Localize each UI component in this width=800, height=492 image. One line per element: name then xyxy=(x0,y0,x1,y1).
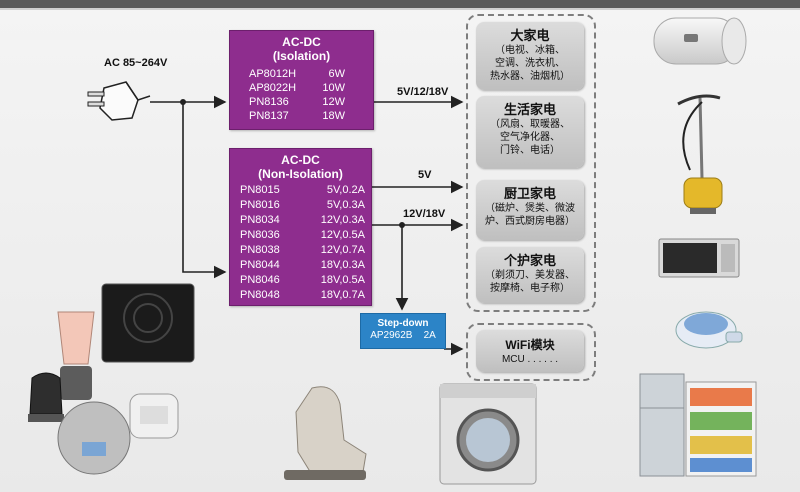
water-heater-image xyxy=(653,17,747,65)
washing-machine-image xyxy=(439,383,537,485)
category-desc-line: （风扇、取暖器、 xyxy=(490,119,570,130)
step-down-spec: AP2962B 2A xyxy=(361,330,445,341)
category-title: 个护家电 xyxy=(503,253,556,268)
category-desc-line: 按摩椅、电子称） xyxy=(490,283,570,294)
step-down-box: Step-down AP2962B 2A xyxy=(360,313,446,349)
foot-spa-image xyxy=(675,311,743,349)
iso-spec: 6W xyxy=(328,68,346,80)
ac-dc-isolation-box: AC-DC (Isolation) AP8012H 6W AP8022H 10W… xyxy=(229,30,374,130)
massage-chair-image xyxy=(284,386,367,480)
non-title-1: AC-DC xyxy=(281,153,320,167)
non-part: PN8016 xyxy=(240,199,280,211)
electric-kettle-image xyxy=(28,372,64,422)
step-down-title: Step-down xyxy=(377,318,429,329)
junction-dot xyxy=(399,222,405,228)
non-spec: 12V,0.5A xyxy=(320,229,365,241)
iso-spec: 12W xyxy=(322,96,345,108)
ac-dc-non-isolation-box: AC-DC (Non-Isolation) PN8015 5V,0.2A PN8… xyxy=(229,148,372,306)
line-trunk xyxy=(182,102,227,279)
non-spec: 12V,0.3A xyxy=(320,214,365,226)
non-spec: 18V,0.5A xyxy=(320,274,365,286)
category-desc-line: （磁炉、煲类、微波 xyxy=(485,203,575,214)
voltage-label-iso: 5V/12/18V xyxy=(397,86,449,98)
wifi-sub: MCU . . . . . . xyxy=(501,354,559,365)
iso-spec: 10W xyxy=(322,82,345,94)
non-spec: 12V,0.7A xyxy=(320,244,365,256)
refrigerator-image xyxy=(639,373,757,477)
non-spec: 5V,0.2A xyxy=(326,184,365,196)
iso-part: AP8012H xyxy=(249,68,297,80)
category-desc-line: 热水器、油烟机） xyxy=(490,71,570,82)
iso-part: PN8137 xyxy=(249,110,289,122)
blender-image xyxy=(57,311,95,400)
category-panel-kitchen-appliances: 厨卫家电 （磁炉、煲类、微波 炉、西式厨房电器） xyxy=(476,180,584,240)
rice-cooker-image xyxy=(57,393,179,475)
non-part: PN8038 xyxy=(240,244,280,256)
non-part: PN8036 xyxy=(240,229,280,241)
garment-steamer-image xyxy=(677,94,723,214)
iso-part: AP8022H xyxy=(249,82,297,94)
category-desc-line: （剃须刀、美发器、 xyxy=(485,270,575,281)
wifi-title: WiFi模块 xyxy=(505,338,555,352)
category-desc-line: 炉、西式厨房电器） xyxy=(485,216,575,227)
appliance-category-group xyxy=(466,14,596,312)
wifi-module-panel: WiFi模块 MCU . . . . . . xyxy=(476,330,584,372)
ac-input-label: AC 85~264V xyxy=(104,57,168,69)
category-panel-living-appliances: 生活家电 （风扇、取暖器、 空气净化器、 门铃、电话） xyxy=(476,96,584,168)
category-desc-line: 空气净化器、 xyxy=(500,132,560,143)
non-part: PN8046 xyxy=(240,274,280,286)
non-part: PN8048 xyxy=(240,289,280,301)
step-down-part: AP2962B xyxy=(370,330,413,341)
non-part: PN8044 xyxy=(240,259,280,271)
category-title: 大家电 xyxy=(510,28,550,43)
non-part: PN8034 xyxy=(240,214,280,226)
induction-cooker-image xyxy=(101,283,195,363)
step-down-current: 2A xyxy=(423,330,436,341)
non-title-2: (Non-Isolation) xyxy=(258,167,343,181)
non-part: PN8015 xyxy=(240,184,280,196)
microwave-oven-image xyxy=(658,238,740,278)
iso-title-2: (Isolation) xyxy=(272,49,331,63)
category-title: 生活家电 xyxy=(503,102,556,117)
voltage-label-12-18v: 12V/18V xyxy=(403,208,446,220)
category-desc-line: 门铃、电话） xyxy=(500,145,560,156)
category-panel-major-appliances: 大家电 （电视、冰箱、 空调、洗衣机、 热水器、油烟机） xyxy=(476,22,584,90)
category-desc-line: （电视、冰箱、 xyxy=(495,45,565,56)
top-border xyxy=(0,0,800,8)
top-border-highlight xyxy=(0,8,800,10)
non-spec: 5V,0.3A xyxy=(326,199,365,211)
junction-dot xyxy=(180,99,186,105)
non-spec: 18V,0.3A xyxy=(320,259,365,271)
category-title: 厨卫家电 xyxy=(503,186,556,201)
iso-part: PN8136 xyxy=(249,96,289,108)
voltage-label-5v: 5V xyxy=(418,169,432,181)
non-spec: 18V,0.7A xyxy=(320,289,365,301)
wifi-module-group xyxy=(466,323,596,381)
iso-title-1: AC-DC xyxy=(282,35,321,49)
ac-plug-icon xyxy=(87,81,151,121)
category-panel-personal-care: 个护家电 （剃须刀、美发器、 按摩椅、电子称） xyxy=(476,247,584,303)
category-desc-line: 空调、洗衣机、 xyxy=(495,58,565,69)
iso-spec: 18W xyxy=(322,110,345,122)
